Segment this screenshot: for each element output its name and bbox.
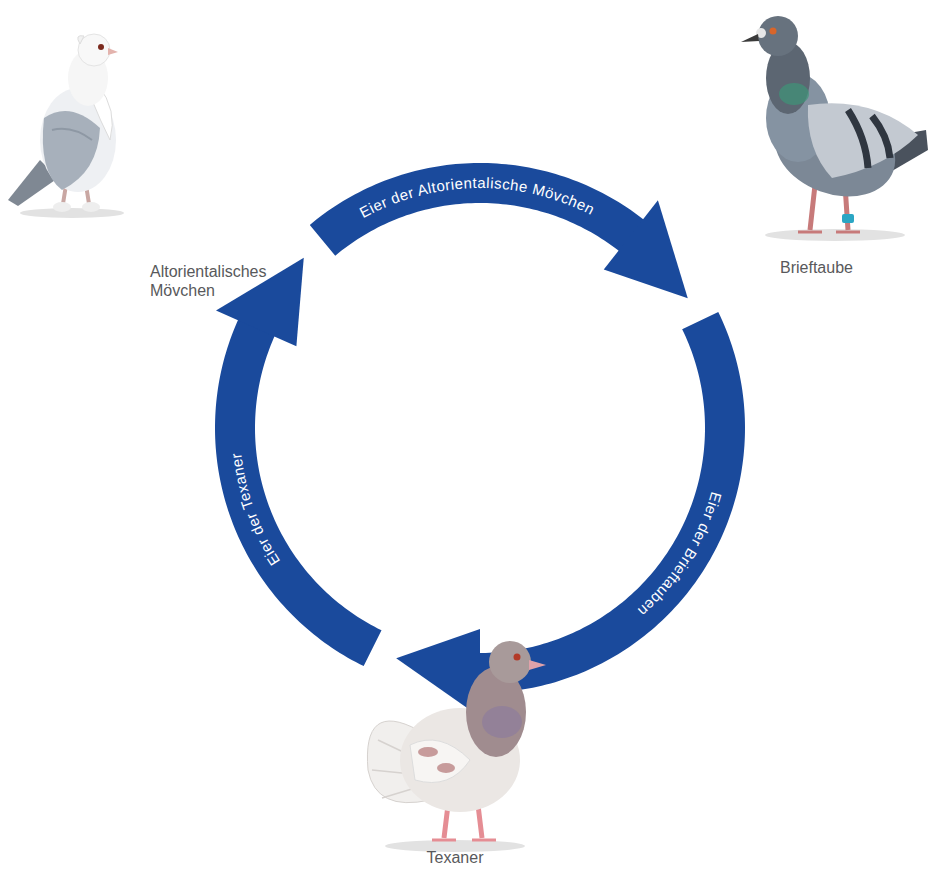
pigeon-foot [53, 202, 71, 212]
pigeon-tail [367, 721, 430, 803]
pigeon-illustration [8, 34, 124, 218]
pigeon-node: Texaner [355, 630, 555, 885]
pigeon-head [758, 16, 798, 56]
pigeon-neck [68, 50, 108, 106]
arrow-band [235, 326, 373, 648]
pigeon-body [400, 708, 520, 812]
pigeon-node: Brieftaube [735, 0, 930, 300]
wing-line [52, 129, 92, 140]
pigeon-wing [410, 740, 470, 783]
pigeon-eye [98, 44, 104, 50]
edge-label: Eier der Brieftauben [635, 490, 726, 620]
cycle-arrow [396, 321, 725, 717]
edge-label-path: Eier der Texaner [227, 452, 283, 569]
leg-ring [842, 214, 854, 223]
pigeon-body [762, 87, 909, 212]
arrow-head [396, 629, 480, 717]
edge-label-path: Eier der Brieftauben [635, 490, 726, 620]
pigeon-body [40, 88, 116, 192]
shadow [765, 229, 905, 241]
pigeon-cere [756, 28, 766, 38]
pigeon-eye [770, 28, 777, 35]
pigeon-head [489, 641, 531, 683]
pigeon-beak [529, 660, 546, 670]
pigeon-legs [62, 185, 90, 210]
tail-lines [372, 740, 425, 798]
wing-bar [848, 110, 868, 168]
pigeon-toes [798, 231, 860, 234]
edge-label-path: Eier der Altorientalische Mövchen [357, 174, 598, 221]
text-block: Texaner [355, 848, 555, 867]
pigeon-legs [444, 805, 482, 838]
pigeon-beak [108, 48, 118, 55]
wing-spot [418, 747, 438, 757]
pigeon-wing [808, 103, 918, 178]
pigeon-illustration [741, 16, 928, 241]
edge-label: Eier der Texaner [227, 452, 283, 569]
wing-bar [872, 116, 890, 158]
pigeon-tail [870, 130, 928, 178]
arrow-band [478, 321, 725, 673]
cycle-arrow [216, 258, 373, 648]
pigeon-chest [766, 74, 830, 162]
pigeon-crest [78, 36, 84, 44]
pigeon-toes [432, 839, 496, 842]
pigeon-node: Altorientalisches Mövchen [0, 15, 300, 315]
node-label: Brieftaube [780, 258, 900, 277]
pigeon-eye [514, 654, 521, 661]
pigeon-illustration [367, 641, 546, 852]
pigeon-head [78, 34, 110, 66]
neck-sheen [779, 83, 809, 105]
pigeon-wing [43, 111, 100, 190]
chest-frill [92, 85, 112, 140]
text-block: Brieftaube [780, 258, 900, 277]
pigeon-legs [810, 185, 848, 230]
shadow [20, 208, 124, 218]
pigeon-tail [8, 160, 58, 206]
wing-spot [437, 763, 455, 773]
pigeon-neck [766, 42, 810, 114]
neck-sheen [482, 706, 522, 738]
pigeon-neck [466, 667, 526, 757]
edge-label: Eier der Altorientalische Mövchen [357, 174, 598, 221]
pigeon-foot [82, 202, 100, 212]
pigeon-beak [741, 34, 759, 42]
node-label: Texaner [355, 848, 555, 867]
text-block: Altorientalisches Mövchen [150, 262, 275, 300]
arrow-head [604, 200, 688, 298]
node-label: Altorientalisches Mövchen [150, 262, 275, 300]
